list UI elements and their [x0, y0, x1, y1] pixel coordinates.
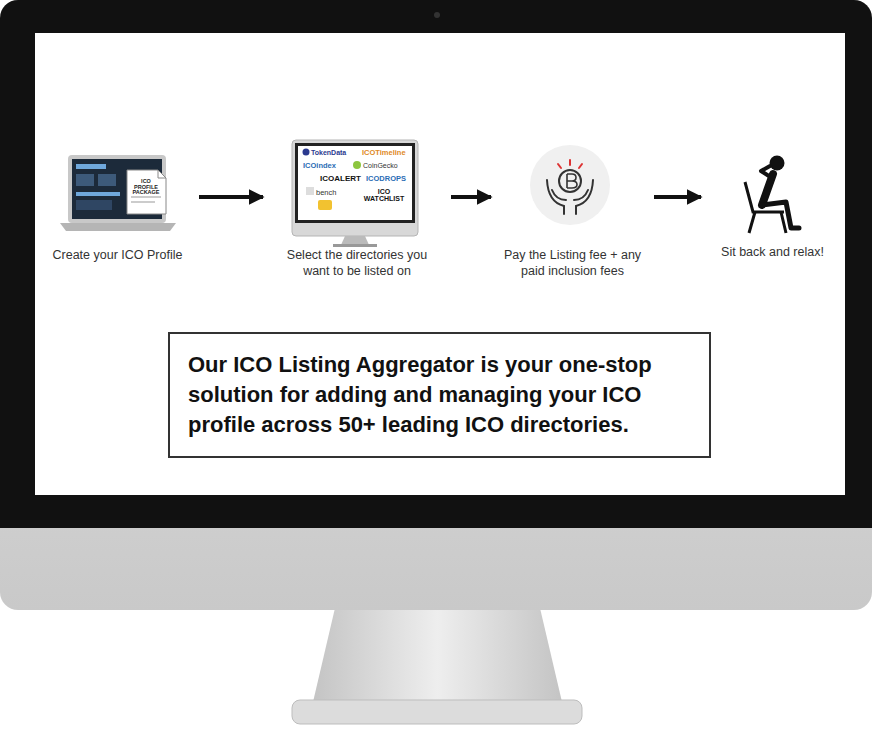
small-monitor: [292, 140, 418, 236]
profile-paper: [127, 170, 166, 214]
paper-line: [131, 196, 161, 198]
payment-circle: [530, 145, 610, 225]
monitor-screen: [35, 33, 845, 495]
small-monitor-bezel: [295, 143, 415, 223]
step-caption: Select the directories you want to be li…: [272, 247, 442, 279]
coin-rays: [558, 160, 582, 168]
small-monitor-screen: [298, 146, 412, 220]
step-caption: Create your ICO Profile: [45, 247, 190, 263]
camera-dot: [434, 12, 440, 18]
logo-dot: [303, 149, 310, 156]
person-leg: [762, 202, 799, 228]
directory-logo: ICOindex: [303, 162, 336, 170]
document-label: ICO PROFILE PACKAGE: [129, 179, 163, 196]
directory-logo: ICODROPS: [366, 175, 406, 183]
monitor-base: [292, 700, 582, 724]
screen-bar: [76, 192, 120, 196]
coin: [559, 170, 581, 192]
small-monitor-stand: [341, 236, 369, 245]
flow-arrow: [654, 195, 701, 199]
paper-fold: [158, 170, 166, 178]
flow-arrow: [199, 195, 263, 199]
person-head: [770, 156, 785, 171]
chair-legs: [749, 212, 786, 233]
flow-arrow: [451, 195, 491, 199]
screen-bar: [76, 164, 106, 169]
directory-logo: ICOTimeline: [362, 149, 406, 157]
step-caption: Sit back and relax!: [710, 244, 835, 260]
process-step: Select the directories you want to be li…: [272, 140, 442, 279]
logo-dot: [353, 161, 361, 169]
person-torso: [762, 174, 773, 205]
summary-box: Our ICO Listing Aggregator is your one-s…: [168, 332, 711, 458]
logo-mark: [306, 187, 314, 195]
screen-tile: [76, 200, 112, 210]
hands: [547, 180, 593, 214]
step-caption: Pay the Listing fee + any paid inclusion…: [500, 247, 645, 279]
monitor-neck: [313, 608, 562, 702]
process-step: Sit back and relax!: [710, 140, 835, 260]
laptop-base: [60, 223, 176, 231]
directory-logo: ICO WATCHLIST: [362, 188, 406, 202]
summary-text: Our ICO Listing Aggregator is your one-s…: [188, 350, 691, 440]
process-step: Create your ICO Profile: [45, 140, 190, 263]
small-monitor-base: [333, 244, 377, 247]
directory-logo: ICOALERT: [320, 175, 361, 183]
monitor-chin: [0, 0, 872, 610]
monitor-bezel-edge: [0, 500, 872, 528]
directory-logo: CoinGecko: [363, 162, 398, 169]
logo-mark: [318, 200, 332, 210]
paper-line: [131, 201, 155, 203]
laptop-frame: [68, 155, 166, 223]
coin-symbol: [567, 174, 577, 188]
directory-logo: bench: [316, 189, 336, 197]
monitor-bezel: [0, 0, 872, 528]
process-step: Pay the Listing fee + any paid inclusion…: [500, 140, 645, 279]
screen-tile: [76, 174, 94, 186]
screen-tile: [98, 174, 116, 186]
directory-logo: TokenData: [311, 149, 346, 156]
